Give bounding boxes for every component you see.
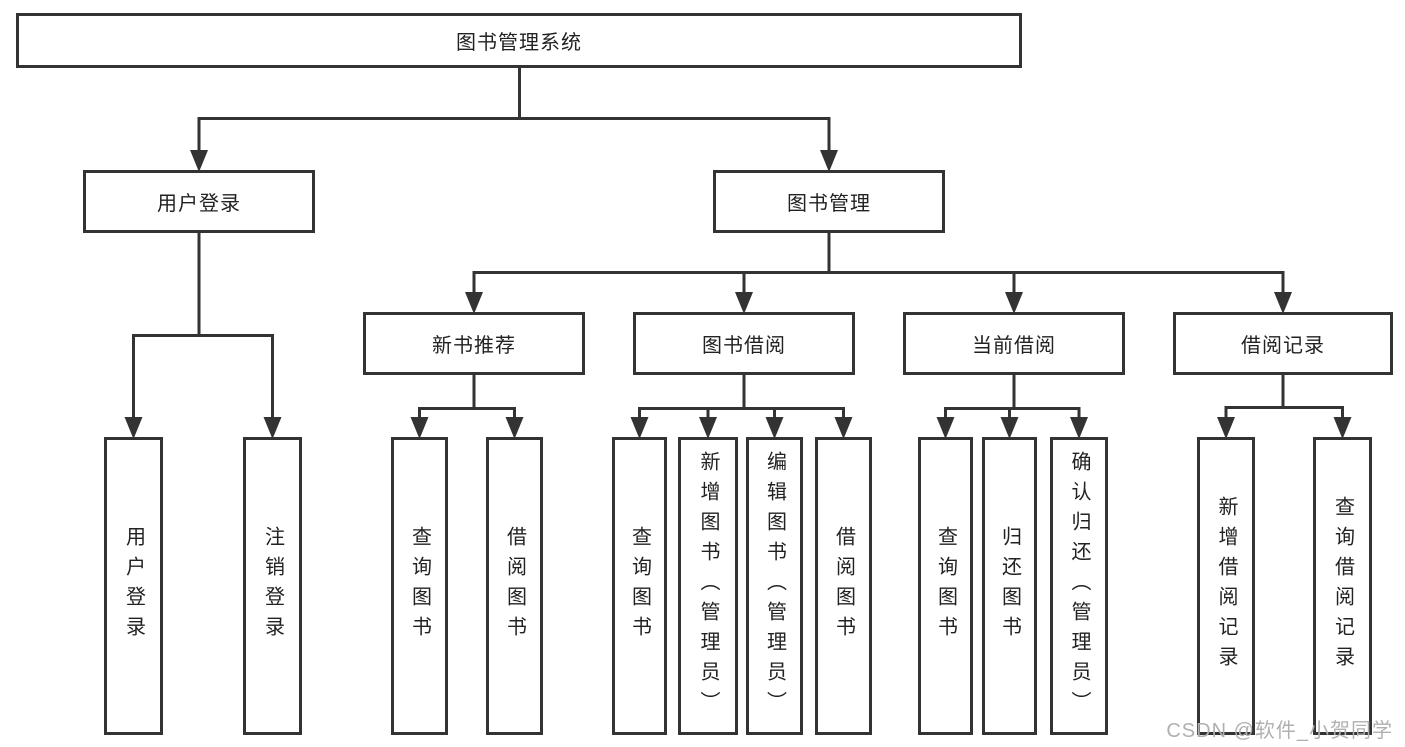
leaf-label: 查询借阅记录 [1331,496,1354,676]
leaf-label: 新增借阅记录 [1215,496,1237,676]
node-new-book-recommend: 新书推荐 [363,312,585,375]
leaf-add-books-admin: 新增图书（管理员） [678,437,738,735]
leaf-label: 确认归还（管理员） [1068,451,1090,721]
node-book-borrowing: 图书借阅 [633,312,855,375]
leaf-label: 编辑图书（管理员） [763,451,786,721]
leaf-return-books: 归还图书 [982,437,1037,735]
leaf-query-books-current: 查询图书 [918,437,973,735]
leaf-label: 新增图书（管理员） [697,451,719,721]
leaf-query-books-recommend: 查询图书 [391,437,448,735]
leaf-edit-books-admin: 编辑图书（管理员） [746,437,803,735]
node-user-login: 用户登录 [83,170,315,233]
node-label: 当前借阅 [972,335,1056,357]
node-label: 借阅记录 [1241,335,1325,357]
node-current-borrowing: 当前借阅 [903,312,1125,375]
leaf-label: 查询图书 [408,526,431,646]
node-borrowing-records: 借阅记录 [1173,312,1393,375]
leaf-label: 查询图书 [934,526,957,646]
leaf-label: 用户登录 [122,526,145,646]
leaf-label: 注销登录 [261,526,284,646]
node-label: 用户登录 [157,193,241,215]
leaf-query-borrow-record: 查询借阅记录 [1313,437,1372,735]
node-book-management: 图书管理 [713,170,945,233]
leaf-user-login: 用户登录 [104,437,163,735]
node-label: 图书管理系统 [456,32,582,54]
node-label: 图书借阅 [702,335,786,357]
leaf-label: 查询图书 [628,526,651,646]
leaf-borrow-books: 借阅图书 [815,437,872,735]
node-library-management-system: 图书管理系统 [16,13,1022,68]
leaf-query-books-borrowing: 查询图书 [612,437,667,735]
node-label: 新书推荐 [432,335,516,357]
node-label: 图书管理 [787,193,871,215]
leaf-logout: 注销登录 [243,437,302,735]
leaf-add-borrow-record: 新增借阅记录 [1197,437,1255,735]
leaf-borrow-books-recommend: 借阅图书 [486,437,543,735]
leaf-confirm-return-admin: 确认归还（管理员） [1050,437,1108,735]
leaf-label: 归还图书 [998,526,1021,646]
leaf-label: 借阅图书 [832,526,855,646]
csdn-watermark: CSDN @软件_小贺同学 [1166,720,1393,742]
leaf-label: 借阅图书 [503,526,526,646]
